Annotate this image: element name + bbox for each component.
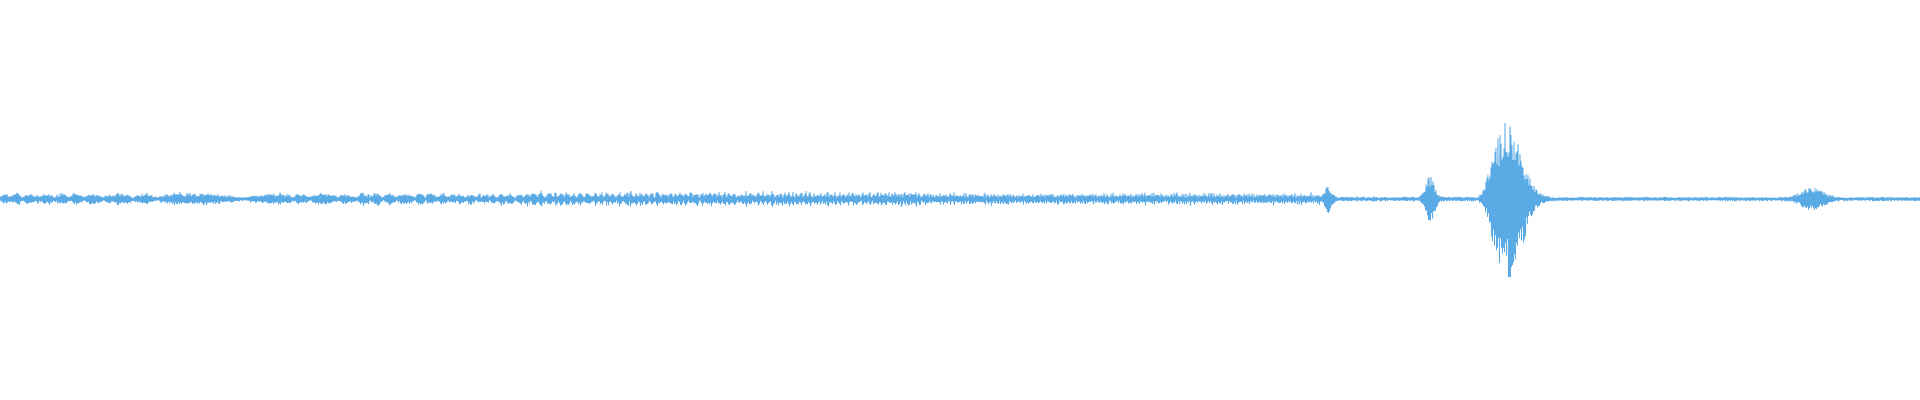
waveform-trace: [0, 122, 1920, 278]
